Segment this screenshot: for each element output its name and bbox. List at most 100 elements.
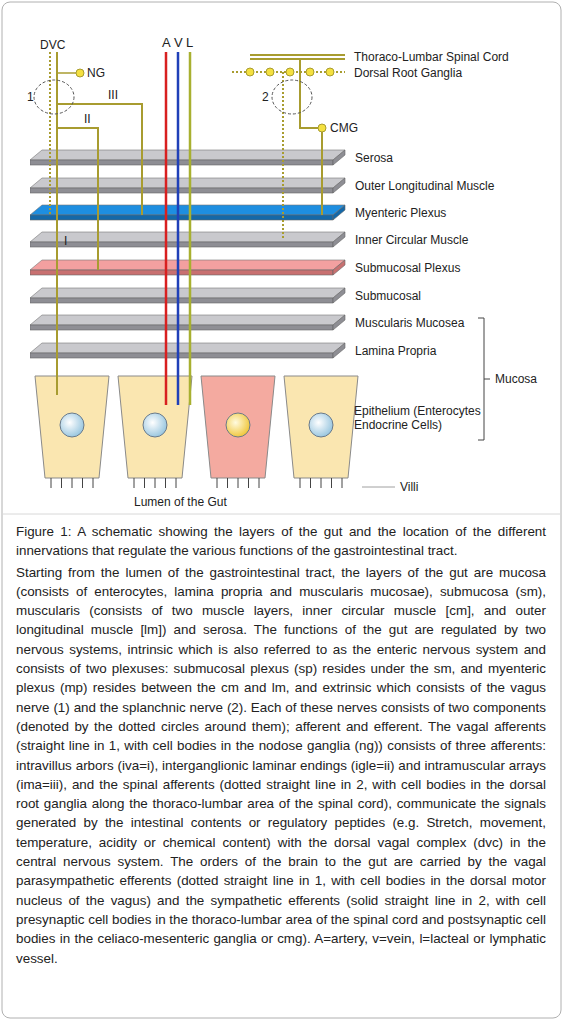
- band-side: [333, 260, 345, 275]
- artery: [165, 52, 168, 405]
- caption-paragraph: Starting from the lumen of the gastroint…: [16, 563, 546, 968]
- villus-stroke: [61, 478, 62, 488]
- gut-layer: Muscularis Mucosea: [30, 313, 469, 329]
- nucleus: [309, 413, 333, 437]
- cell-outline: [35, 376, 109, 478]
- epithelial-cell: [284, 376, 358, 488]
- intramuscular-array: [57, 104, 142, 215]
- villus-stroke: [238, 478, 239, 488]
- caption-box: Figure 1: A schematic showing the layers…: [16, 522, 546, 968]
- bracket: [478, 318, 490, 440]
- band-top: [30, 150, 345, 160]
- layer-label: Myenteric Plexus: [355, 206, 446, 220]
- band-side: [333, 150, 345, 165]
- ganglion-dot: [326, 68, 334, 76]
- villus-stroke: [176, 478, 177, 488]
- villus-stroke: [259, 478, 260, 488]
- ganglion-label: CMG: [330, 121, 358, 135]
- villus-stroke: [134, 478, 135, 488]
- vessel-label: L: [186, 36, 193, 50]
- layer-label: Lamina Propria: [355, 344, 436, 358]
- band-top: [30, 315, 345, 325]
- villus-stroke: [155, 478, 156, 488]
- gut-layer: Serosa: [30, 148, 398, 164]
- band-side: [333, 315, 345, 330]
- ganglion-dot: [266, 68, 274, 76]
- band-front: [30, 353, 333, 358]
- callout-number: I: [64, 234, 67, 248]
- villus-stroke: [331, 478, 332, 488]
- figure-caption: Figure 1: A schematic showing the layers…: [16, 522, 546, 561]
- epithelial-cell: [35, 376, 109, 488]
- gut-layer: Inner Circular Muscle: [30, 230, 473, 246]
- nodose-ganglion: [76, 69, 84, 77]
- villus-stroke: [51, 478, 52, 488]
- band-side: [333, 178, 345, 193]
- band-front: [30, 298, 333, 303]
- spinal-afferent: [282, 72, 284, 240]
- cell-outline: [284, 376, 358, 478]
- region-label: Mucosa: [495, 372, 537, 386]
- layer-label: Outer Longitudinal Muscle: [355, 179, 494, 193]
- structure-label: Thoraco-Lumbar Spinal Cord: [354, 50, 509, 64]
- layer-label: Muscularis Mucosea: [355, 316, 464, 330]
- band-side: [333, 288, 345, 303]
- callout-number: 2: [262, 90, 269, 104]
- gut-layer: Lamina Propria: [30, 341, 441, 357]
- layer-label: Submucosal: [355, 289, 421, 303]
- band-side: [333, 232, 345, 247]
- structure-label: Dorsal Root Ganglia: [354, 66, 462, 80]
- callout-number: II: [84, 112, 91, 126]
- layer-label: Serosa: [355, 151, 393, 165]
- layer-label: Inner Circular Muscle: [355, 233, 468, 247]
- ganglion-dot: [246, 68, 254, 76]
- layer-label: Submucosal Plexus: [355, 261, 460, 275]
- cell-outline: [118, 376, 192, 478]
- vagus-label: DVC: [40, 38, 65, 52]
- interganglionic-ending: [57, 128, 98, 270]
- dorsal-root-ganglia: [246, 68, 334, 76]
- epithelial-cell: [201, 376, 275, 488]
- sympathetic-preganglionic: [300, 59, 318, 128]
- band-top: [30, 260, 345, 270]
- vessel-label: V: [174, 36, 183, 50]
- callout-number: 1: [27, 90, 34, 104]
- band-side: [333, 343, 345, 358]
- villus-stroke: [165, 478, 166, 488]
- band-top: [30, 343, 345, 353]
- band-front: [30, 160, 333, 165]
- epithelial-cell: [118, 376, 192, 488]
- band-top: [30, 178, 345, 188]
- leader-line: [362, 487, 395, 488]
- ganglion-stalk: [57, 72, 76, 74]
- celiaco-mesenteric-ganglion: [318, 124, 326, 132]
- gut-layer: Submucosal: [30, 286, 426, 302]
- ganglion-dot: [286, 68, 294, 76]
- dotted-circle: [34, 80, 74, 114]
- villus-stroke: [82, 478, 83, 488]
- gut-layer: Outer Longitudinal Muscle: [30, 176, 499, 192]
- lacteal: [189, 52, 192, 405]
- villus-stroke: [248, 478, 249, 488]
- villus-stroke: [227, 478, 228, 488]
- band-front: [30, 325, 333, 330]
- cell-outline: [201, 376, 275, 478]
- region-label: Lumen of the Gut: [134, 495, 227, 509]
- vessel-label: A: [162, 36, 171, 50]
- nucleus: [60, 413, 84, 437]
- spinal-cord: [250, 54, 345, 56]
- villus-stroke: [217, 478, 218, 488]
- structure-label: Villi: [400, 480, 418, 494]
- nucleus: [143, 413, 167, 437]
- band-front: [30, 242, 333, 247]
- villus-stroke: [144, 478, 145, 488]
- villus-stroke: [93, 478, 94, 488]
- band-front: [30, 270, 333, 275]
- villus-stroke: [321, 478, 322, 488]
- sympathetic-postganglionic: [321, 132, 323, 215]
- villus-stroke: [300, 478, 301, 488]
- band-front: [30, 215, 333, 220]
- gut-layer: Myenteric Plexus: [30, 203, 451, 219]
